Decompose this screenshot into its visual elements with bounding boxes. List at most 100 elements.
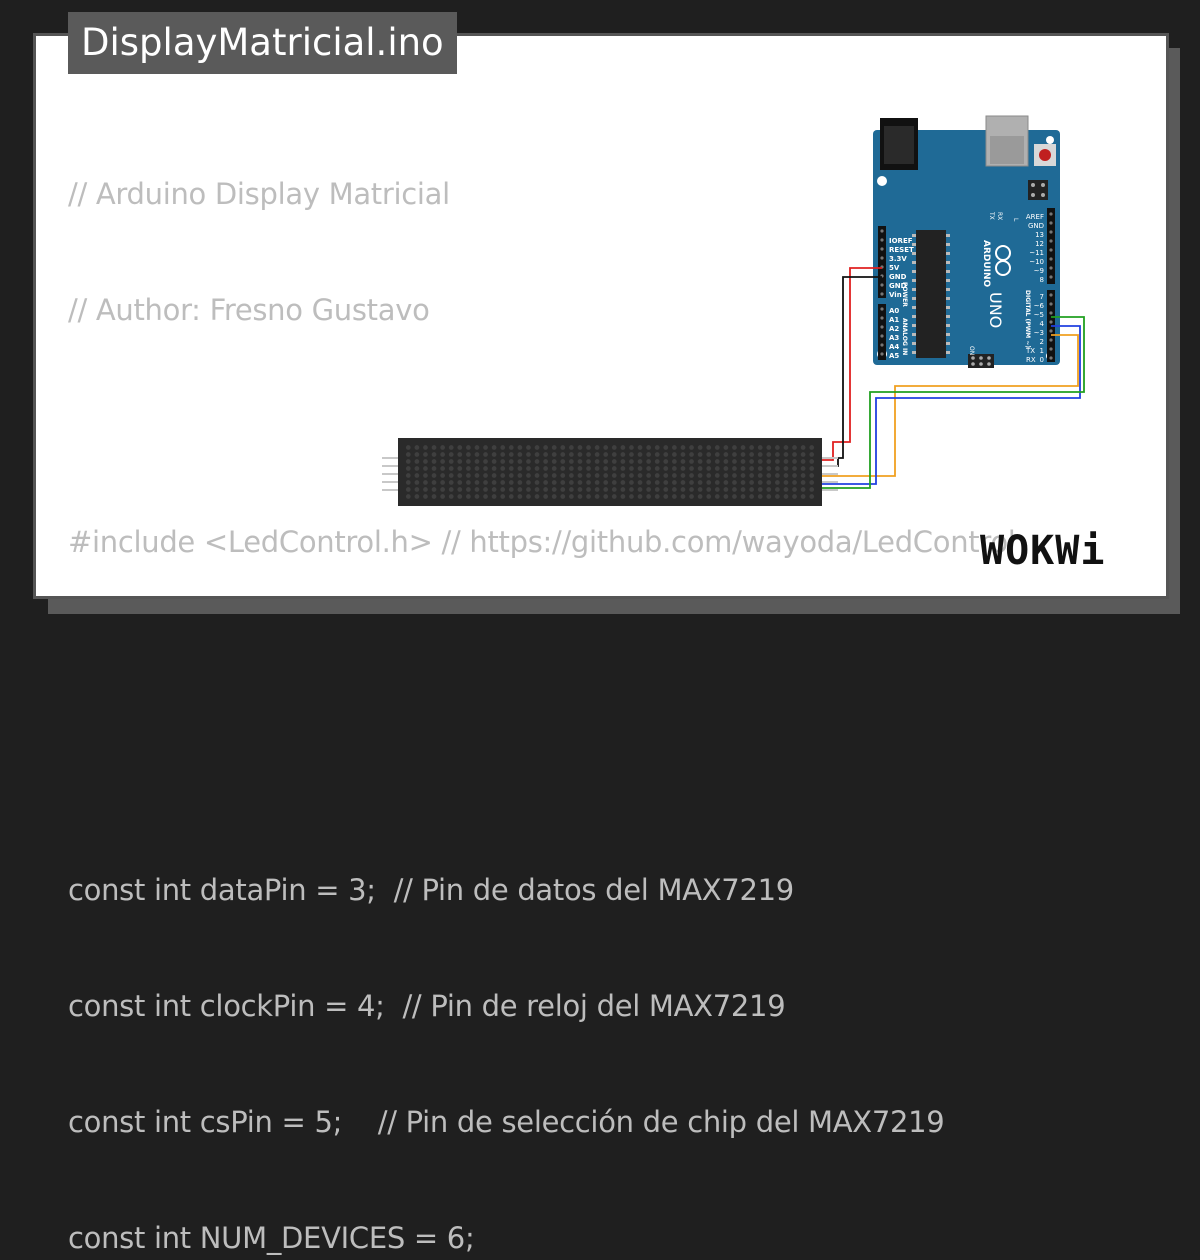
- matrix-led: [654, 459, 660, 464]
- wire-d5-cs[interactable]: [822, 316, 1085, 489]
- matrix-led: [611, 480, 617, 485]
- matrix-led: [457, 480, 463, 485]
- matrix-led: [783, 445, 789, 450]
- matrix-led: [431, 487, 437, 492]
- wire-d3-din[interactable]: [822, 334, 1079, 477]
- matrix-led: [457, 452, 463, 457]
- matrix-led: [706, 487, 712, 492]
- matrix-led: [517, 459, 523, 464]
- matrix-led: [792, 473, 797, 478]
- matrix-led: [732, 494, 737, 499]
- matrix-led: [689, 452, 694, 457]
- matrix-led: [526, 473, 531, 478]
- matrix-led: [560, 452, 566, 457]
- matrix-led: [405, 494, 411, 499]
- matrix-led: [594, 459, 600, 464]
- matrix-led: [783, 473, 789, 478]
- matrix-led: [646, 487, 652, 492]
- pin-label-5v: 5V: [889, 264, 900, 272]
- matrix-led: [543, 487, 549, 492]
- matrix-led: [405, 473, 411, 478]
- pin-label-2: 2: [1040, 338, 1044, 346]
- matrix-led: [431, 445, 437, 450]
- arduino-uno-board[interactable]: IOREF RESET 3.3V 5V GND GND Vin A0 A1 A2…: [873, 115, 1060, 368]
- pin-label-a2: A2: [889, 325, 899, 333]
- matrix-led: [423, 459, 428, 464]
- matrix-led: [483, 445, 488, 450]
- matrix-led: [757, 459, 763, 464]
- matrix-led: [732, 487, 737, 492]
- matrix-led: [569, 473, 574, 478]
- matrix-led: [749, 466, 755, 471]
- matrix-output-pins: [822, 457, 838, 491]
- matrix-led: [800, 494, 806, 499]
- matrix-led: [577, 480, 583, 485]
- matrix-led: [714, 459, 720, 464]
- matrix-led: [714, 480, 720, 485]
- matrix-led: [500, 473, 506, 478]
- matrix-led: [534, 480, 540, 485]
- matrix-led: [646, 480, 652, 485]
- matrix-led: [809, 452, 815, 457]
- matrix-led: [775, 473, 780, 478]
- matrix-led: [714, 473, 720, 478]
- pin-label-a4: A4: [889, 343, 899, 351]
- matrix-led: [697, 473, 703, 478]
- matrix-led: [466, 487, 471, 492]
- matrix-led: [474, 466, 480, 471]
- matrix-led: [457, 459, 463, 464]
- led-matrix-max7219[interactable]: [382, 438, 838, 506]
- matrix-led: [560, 473, 566, 478]
- matrix-led: [629, 480, 634, 485]
- matrix-led: [517, 466, 523, 471]
- matrix-led: [697, 487, 703, 492]
- matrix-led: [697, 494, 703, 499]
- power-header[interactable]: [878, 226, 886, 298]
- matrix-led: [783, 466, 789, 471]
- matrix-led: [517, 452, 523, 457]
- matrix-led: [757, 487, 763, 492]
- analog-header[interactable]: [878, 304, 886, 360]
- matrix-led: [783, 459, 789, 464]
- matrix-led: [740, 473, 746, 478]
- digital-section-label: DIGITAL (PWM ~): [1024, 290, 1031, 348]
- matrix-led: [543, 445, 549, 450]
- matrix-led: [500, 445, 506, 450]
- pin-label-6: ~6: [1034, 302, 1045, 310]
- wokwi-logo[interactable]: WOKWi: [978, 524, 1150, 576]
- l-led-label: L: [1012, 218, 1019, 222]
- code-line: const int dataPin = 3; // Pin de datos d…: [68, 873, 794, 907]
- matrix-led: [560, 466, 566, 471]
- matrix-led: [620, 473, 626, 478]
- matrix-led: [637, 473, 643, 478]
- wire-5v-vcc[interactable]: [822, 267, 882, 461]
- matrix-led: [697, 466, 703, 471]
- digital-header-top[interactable]: [1047, 208, 1055, 284]
- matrix-led: [457, 487, 463, 492]
- wiring: [822, 267, 1085, 489]
- matrix-led: [749, 480, 755, 485]
- matrix-led: [440, 473, 446, 478]
- matrix-led: [783, 452, 789, 457]
- matrix-led: [646, 445, 652, 450]
- matrix-led: [697, 459, 703, 464]
- chip-pins: [912, 234, 950, 354]
- matrix-led: [551, 480, 557, 485]
- matrix-led: [611, 459, 617, 464]
- matrix-led: [534, 473, 540, 478]
- project-title[interactable]: DisplayMatricial.ino: [68, 12, 457, 74]
- matrix-led: [594, 466, 600, 471]
- matrix-led: [586, 459, 591, 464]
- matrix-led: [620, 480, 626, 485]
- matrix-led: [800, 466, 806, 471]
- matrix-led: [586, 452, 591, 457]
- matrix-led: [620, 466, 626, 471]
- matrix-led: [423, 445, 428, 450]
- wire-d4-clk[interactable]: [822, 325, 1081, 485]
- matrix-led: [448, 466, 454, 471]
- matrix-input-pins: [382, 457, 398, 491]
- matrix-led: [654, 487, 660, 492]
- matrix-led: [569, 466, 574, 471]
- matrix-led: [517, 473, 523, 478]
- code-line: const int NUM_DEVICES = 6;: [68, 1221, 475, 1255]
